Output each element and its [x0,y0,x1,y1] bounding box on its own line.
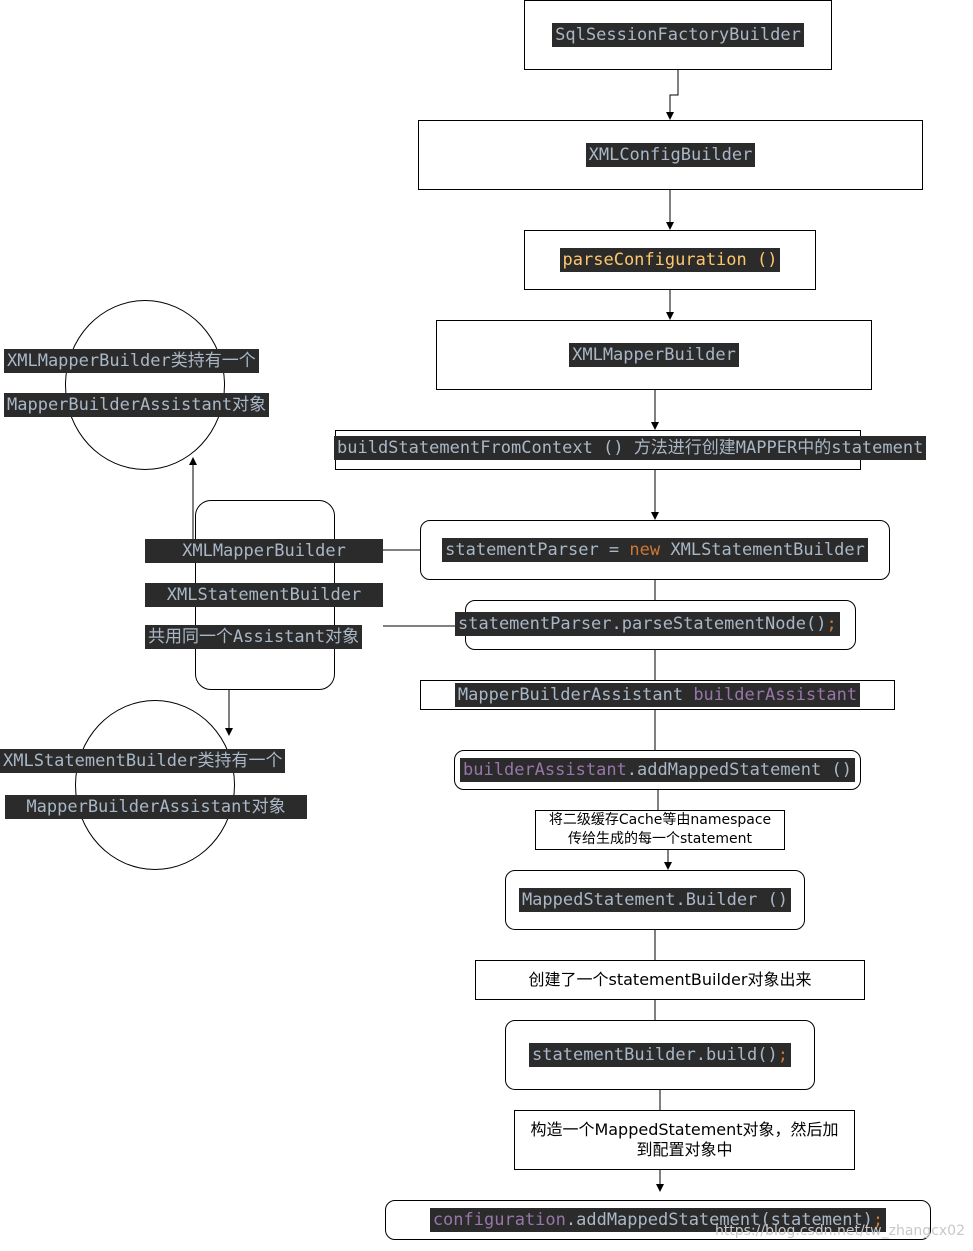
assistant-variable: builderAssistant [693,685,858,705]
node-xmlconfigbuilder-label: XMLConfigBuilder [585,143,756,167]
node-xmlmapperbuilder: XMLMapperBuilder [436,320,872,390]
note-cache-namespace: 将二级缓存Cache等由namespace 传给生成的每一个statement [535,810,785,850]
node-configuration-addmappedstatement: configuration.addMappedStatement(stateme… [385,1200,931,1240]
node-parseconfiguration: parseConfiguration () [524,230,816,290]
node-configuration-addmappedstatement-label: configuration.addMappedStatement(stateme… [429,1208,887,1232]
node-statementparser-new: statementParser = new XMLStatementBuilde… [420,520,890,580]
circle-xmlstatementbuilder-holds [75,700,235,870]
note-create-statementbuilder-text: 创建了一个statementBuilder对象出来 [528,970,812,989]
note-construct-line-1: 构造一个MappedStatement对象，然后加 [530,1120,839,1139]
arrow-factory-to-config [666,70,679,120]
keyword-new: new [629,540,661,560]
shared-line-assistant: 共用同一个Assistant对象 [145,625,363,649]
node-mapperbuilderassistant: MapperBuilderAssistant builderAssistant [420,680,895,710]
node-sqlsessionfactorybuilder: SqlSessionFactoryBuilder [524,0,832,70]
node-mappedstatement-builder: MappedStatement.Builder () [505,870,805,930]
note-cache-line-1: 将二级缓存Cache等由namespace [548,812,772,828]
note-construct-mappedstatement: 构造一个MappedStatement对象，然后加 到配置对象中 [514,1110,855,1170]
circle-xmlstatementbuilder-line-2: MapperBuilderAssistant对象 [5,795,307,819]
node-xmlmapperbuilder-label: XMLMapperBuilder [569,343,739,367]
shared-line-xmlmapperbuilder: XMLMapperBuilder [145,539,383,563]
node-addmappedstatement-label: builderAssistant.addMappedStatement () [460,758,855,782]
watermark: https://blog.csdn.net/tw_zhangcx02 [714,1223,965,1239]
node-addmappedstatement: builderAssistant.addMappedStatement () [454,750,861,790]
node-mappedstatement-builder-label: MappedStatement.Builder () [518,888,792,912]
node-parsestatementnode-label: statementParser.parseStatementNode(); [455,612,840,636]
node-sqlsessionfactorybuilder-label: SqlSessionFactoryBuilder [552,23,804,47]
shared-line-xmlstatementbuilder: XMLStatementBuilder [145,583,383,607]
circle-xmlmapperbuilder-line-1: XMLMapperBuilder类持有一个 [4,349,259,373]
circle-xmlstatementbuilder-line-1: XMLStatementBuilder类持有一个 [0,749,286,773]
node-buildstatementfromcontext-label: buildStatementFromContext () 方法进行创建MAPPE… [334,436,927,460]
circle-xmlmapperbuilder-holds [65,300,225,470]
node-statementbuilder-build: statementBuilder.build(); [505,1020,815,1090]
node-xmlconfigbuilder: XMLConfigBuilder [418,120,923,190]
note-cache-line-2: 传给生成的每一个statement [567,831,753,847]
node-parseconfiguration-label: parseConfiguration () [559,248,781,272]
build-statement-method: buildStatementFromContext () [337,438,634,458]
node-statementparser-new-label: statementParser = new XMLStatementBuilde… [442,538,868,562]
node-statementbuilder-build-label: statementBuilder.build(); [529,1043,791,1067]
method-name: parseConfiguration () [562,250,778,270]
circle-xmlmapperbuilder-line-2: MapperBuilderAssistant对象 [4,393,270,417]
note-construct-line-2: 到配置对象中 [636,1140,733,1159]
node-mapperbuilderassistant-label: MapperBuilderAssistant builderAssistant [454,683,861,707]
note-create-statementbuilder: 创建了一个statementBuilder对象出来 [475,960,865,1000]
build-statement-description: 方法进行创建MAPPER中的statement [633,438,924,458]
